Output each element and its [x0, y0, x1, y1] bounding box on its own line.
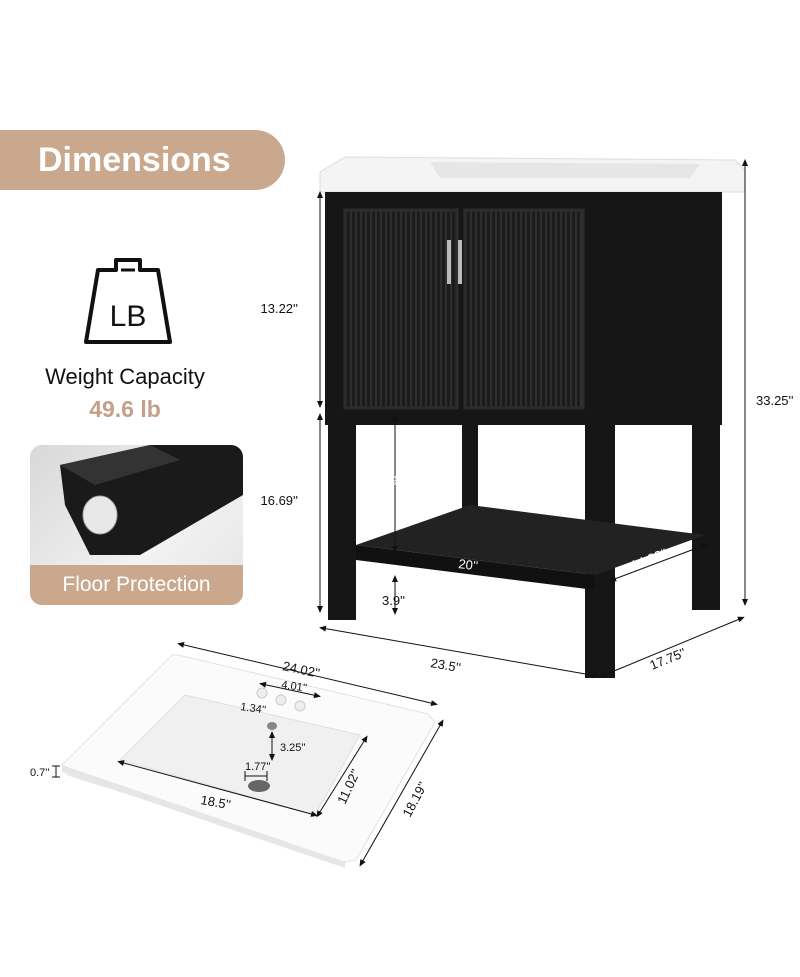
- drain-distance-label: 3.25'': [280, 742, 306, 754]
- shelf-width-label: 20'': [458, 556, 479, 573]
- basin-width-label: 18.5'': [199, 792, 231, 812]
- weight-icon-text: LB: [110, 300, 147, 333]
- cabinet-height-label: 13.22'': [261, 301, 299, 316]
- weight-lb-icon: LB: [84, 258, 172, 344]
- shelf-floor-gap-label: 3.9'': [382, 593, 405, 608]
- vanity-width-label: 23.5'': [429, 655, 461, 675]
- sink-thickness-label: 0.7'': [30, 767, 50, 779]
- leg-pad-illustration: [60, 445, 243, 555]
- sink-width-label: 24.02'': [281, 658, 321, 680]
- hole-diameter-label: 1.34'': [240, 701, 267, 716]
- leg-height-label: 16.69'': [261, 493, 299, 508]
- weight-capacity-value: 49.6 lb: [89, 396, 161, 422]
- hole-span-label: 4.01'': [281, 679, 308, 694]
- weight-capacity-label: Weight Capacity: [45, 364, 205, 389]
- sink-depth-label: 18.19'': [399, 779, 430, 819]
- floor-protection-card: Floor Protection: [30, 445, 243, 605]
- drain-diameter-label: 1.77'': [245, 761, 271, 773]
- section-title: Dimensions: [0, 130, 285, 190]
- floor-protection-label: Floor Protection: [30, 565, 243, 605]
- total-height-label: 33.25'': [756, 393, 794, 408]
- shelf-clearance-label: 10.94'': [372, 473, 410, 488]
